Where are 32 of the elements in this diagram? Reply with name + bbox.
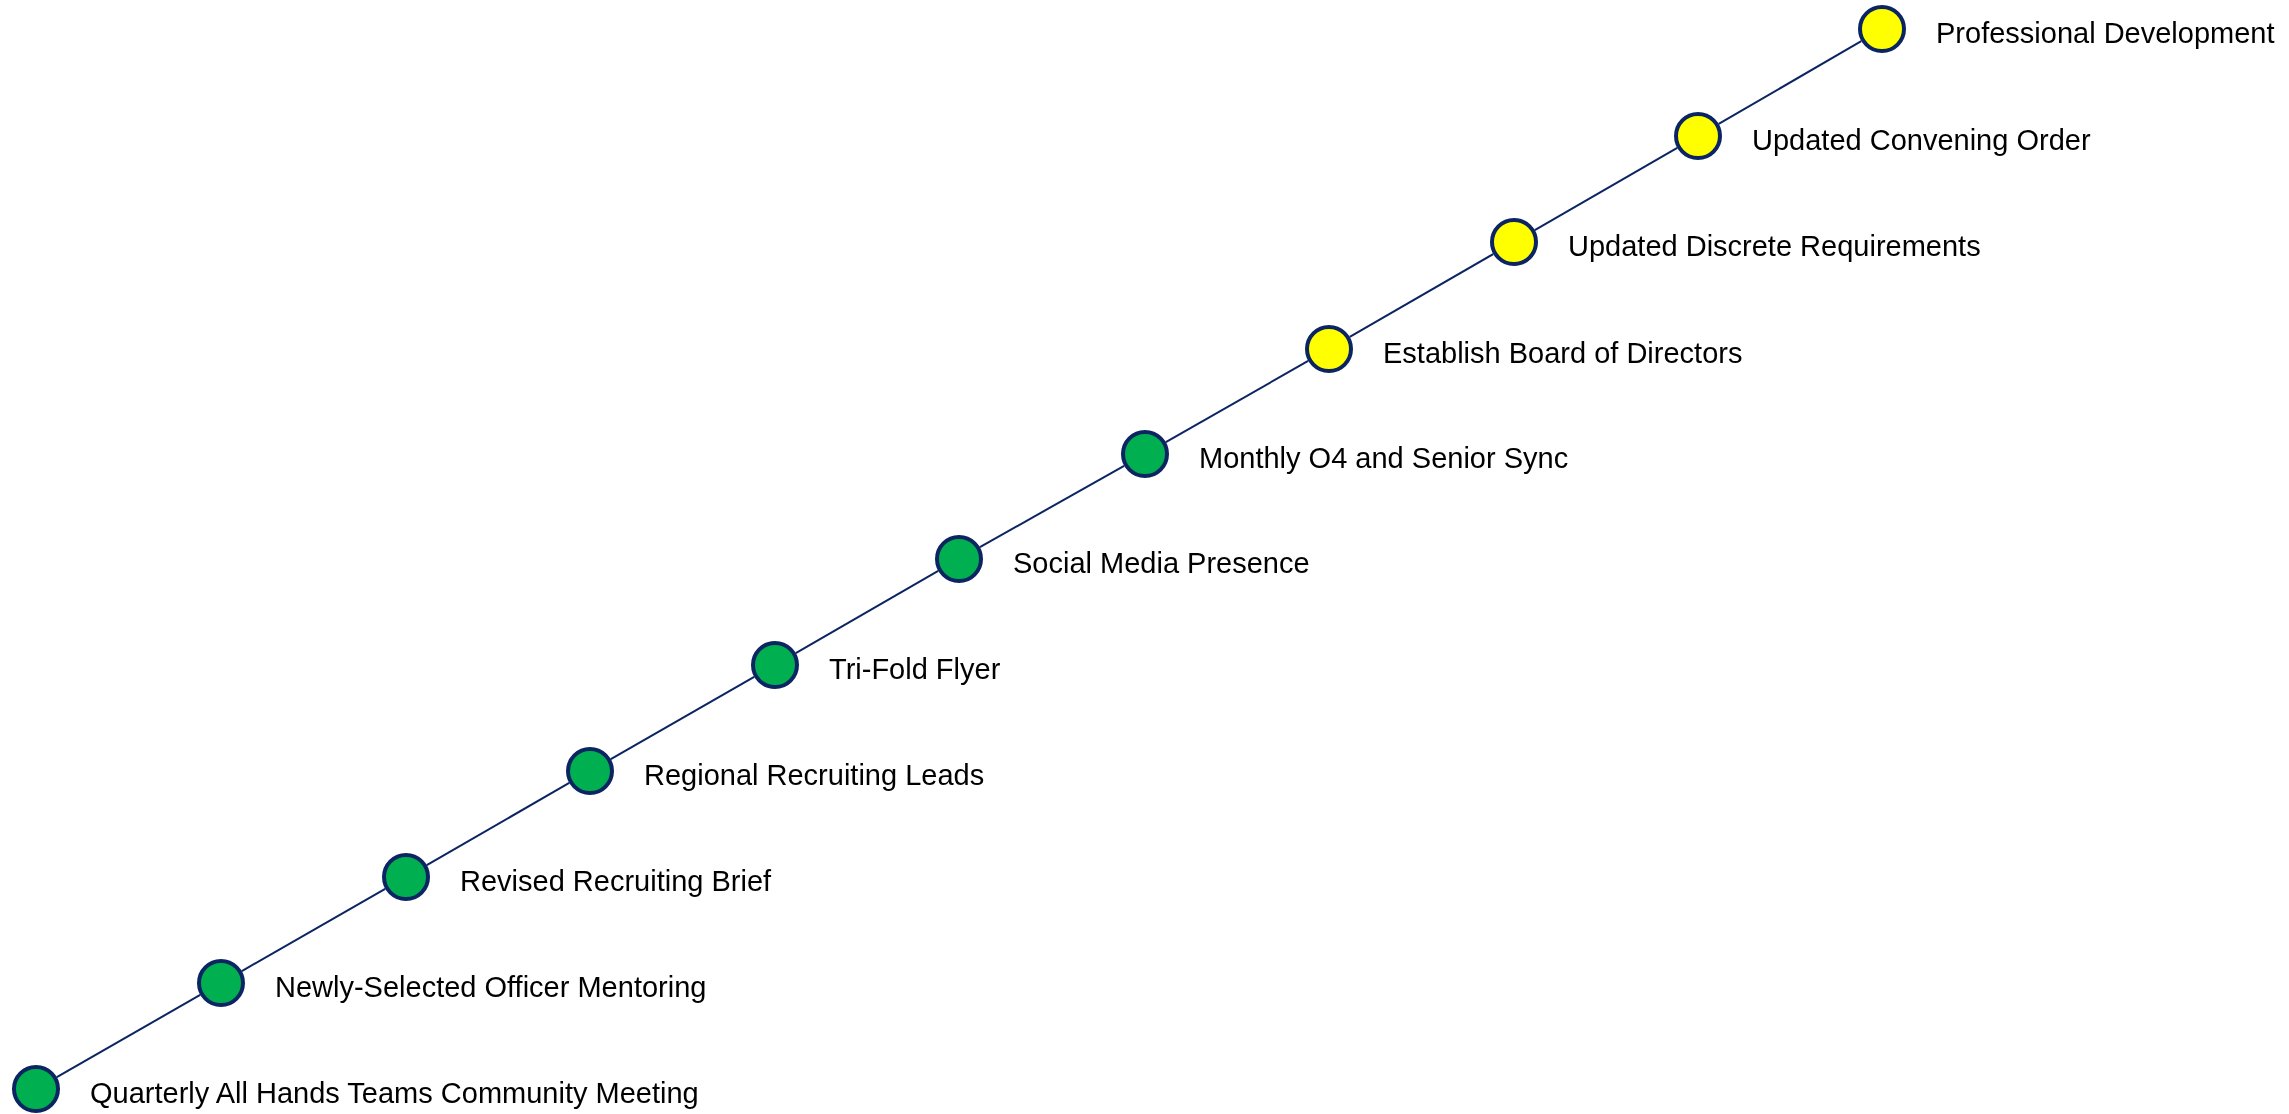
milestone-circle <box>1305 325 1353 373</box>
connector-line <box>1164 359 1310 444</box>
connector-line <box>1348 253 1495 338</box>
milestone-circle <box>1674 112 1722 160</box>
milestone-label: Regional Recruiting Leads <box>644 759 985 793</box>
milestone-circle <box>1858 5 1906 53</box>
connector-line <box>425 782 571 866</box>
milestone-circle <box>751 641 799 689</box>
connector-line <box>978 464 1126 549</box>
connector-line <box>240 887 387 973</box>
connector-line <box>1717 40 1863 125</box>
milestone-label: Revised Recruiting Brief <box>460 865 772 899</box>
milestone-label: Establish Board of Directors <box>1383 337 1743 371</box>
milestone-label: Updated Discrete Requirements <box>1568 230 1981 264</box>
milestone-circle <box>197 959 245 1007</box>
connector-line <box>55 993 202 1079</box>
milestone-label: Professional Development <box>1936 17 2275 51</box>
connector-line <box>794 570 940 654</box>
milestone-label: Newly-Selected Officer Mentoring <box>275 971 707 1005</box>
milestone-label: Quarterly All Hands Teams Community Meeting <box>90 1077 699 1111</box>
milestone-label: Social Media Presence <box>1013 547 1310 581</box>
milestone-circle <box>1490 218 1538 266</box>
connector-line <box>1533 147 1679 231</box>
milestone-circle <box>1121 430 1169 478</box>
milestone-label: Updated Convening Order <box>1752 124 2091 158</box>
connector-line <box>609 675 756 761</box>
milestone-label: Monthly O4 and Senior Sync <box>1199 442 1569 476</box>
milestone-label: Tri-Fold Flyer <box>829 653 1001 687</box>
milestone-circle <box>566 747 614 795</box>
milestone-circle <box>382 853 430 901</box>
milestone-circle <box>935 535 983 583</box>
milestone-circle <box>12 1065 60 1113</box>
